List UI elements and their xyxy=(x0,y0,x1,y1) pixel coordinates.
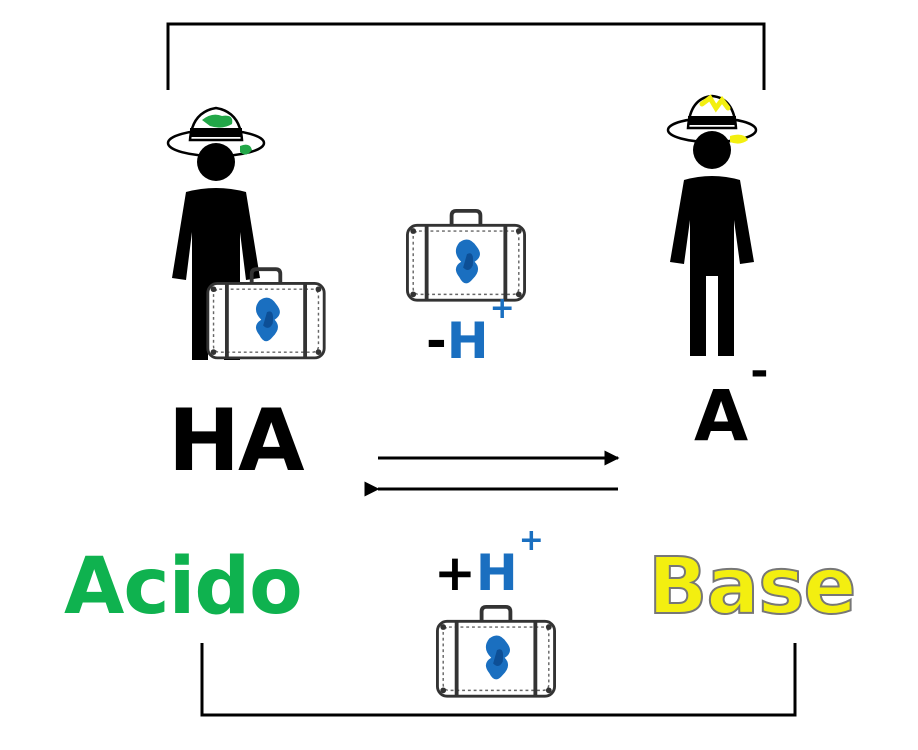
loss-sign: - xyxy=(426,312,447,370)
base-formula-label: A- xyxy=(694,350,768,452)
base-word-label: Base xyxy=(647,542,857,632)
acid-person-icon xyxy=(166,106,327,360)
proton-gain-label: +H+ xyxy=(434,526,544,598)
proton-symbol: H+ xyxy=(446,291,515,370)
suitcase-icon xyxy=(435,604,557,699)
base-charge: - xyxy=(750,346,769,397)
gain-sign: + xyxy=(434,544,476,602)
base-formula-letter: A xyxy=(694,375,749,458)
bottom-connector-line xyxy=(200,643,797,717)
base-person-icon xyxy=(666,94,758,356)
proton-loss-label: -H+ xyxy=(426,294,515,366)
suitcase-icon xyxy=(405,208,527,303)
top-connector-line xyxy=(166,22,766,90)
acid-word-label: Acido xyxy=(64,542,303,632)
acid-formula-label: HA xyxy=(168,391,305,491)
proton-symbol: H+ xyxy=(475,523,544,602)
